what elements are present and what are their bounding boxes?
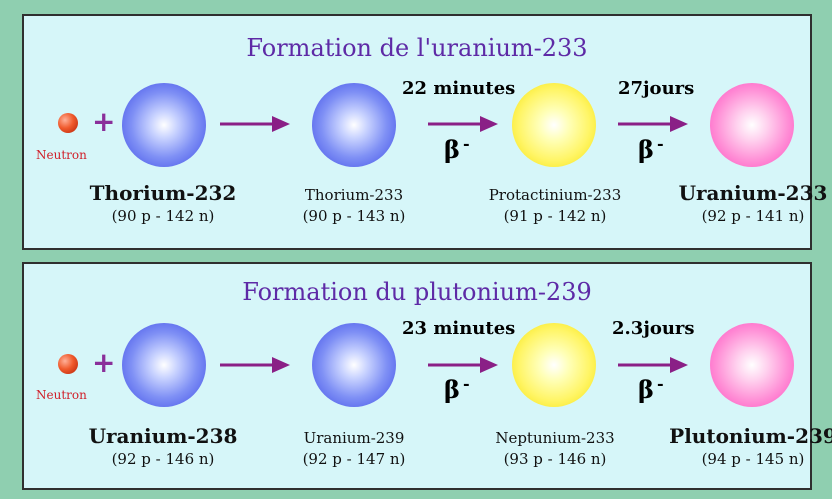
- beta-minus-label: β-: [638, 134, 664, 164]
- arrow-icon: [428, 357, 498, 373]
- arrow-icon: [220, 116, 290, 132]
- half-life-label: 23 minutes: [402, 318, 516, 339]
- half-life-label: 27jours: [618, 78, 695, 99]
- beta-minus-label: β-: [444, 134, 470, 164]
- neutron-label: Neutron: [36, 388, 87, 402]
- plus-sign: +: [92, 105, 116, 138]
- isotope-name: Uranium-233: [678, 181, 828, 205]
- uranium-239-nucleus: [312, 323, 396, 407]
- isotope-composition: (92 p - 147 n): [302, 450, 406, 468]
- neutron-label: Neutron: [36, 148, 87, 162]
- isotope-composition: (92 p - 146 n): [111, 450, 215, 468]
- isotope-composition: (92 p - 141 n): [701, 207, 805, 225]
- isotope-name: Uranium-238: [88, 424, 238, 448]
- thorium-233-nucleus: [312, 83, 396, 167]
- uranium-238-nucleus: [122, 323, 206, 407]
- neutron-icon: [58, 113, 78, 133]
- beta-minus-label: β-: [638, 374, 664, 404]
- neptunium-233-nucleus: [512, 323, 596, 407]
- arrow-icon: [618, 357, 688, 373]
- plutonium-239-nucleus: [710, 323, 794, 407]
- uranium-233-nucleus: [710, 83, 794, 167]
- beta-minus-label: β-: [444, 374, 470, 404]
- plutonium-239-panel: Formation du plutonium-239 + Neutron 23 …: [22, 262, 832, 490]
- isotope-composition: (91 p - 142 n): [503, 207, 607, 225]
- protactinium-233-nucleus: [512, 83, 596, 167]
- isotope-name: Protactinium-233: [488, 186, 622, 204]
- uranium-233-panel: Formation de l'uranium-233 + Neutron 22 …: [22, 14, 827, 250]
- isotope-composition: (94 p - 145 n): [701, 450, 805, 468]
- panel-title: Formation de l'uranium-233: [246, 34, 588, 62]
- thorium-232-nucleus: [122, 83, 206, 167]
- half-life-label: 22 minutes: [402, 78, 516, 99]
- isotope-name: Thorium-233: [304, 186, 404, 204]
- isotope-name: Plutonium-239: [669, 424, 832, 448]
- plus-sign: +: [92, 346, 116, 379]
- isotope-name: Thorium-232: [89, 181, 237, 205]
- arrow-icon: [220, 357, 290, 373]
- isotope-composition: (90 p - 142 n): [111, 207, 215, 225]
- arrow-icon: [428, 116, 498, 132]
- panel-title: Formation du plutonium-239: [242, 278, 592, 306]
- half-life-label: 2.3jours: [612, 318, 695, 339]
- isotope-composition: (93 p - 146 n): [503, 450, 607, 468]
- isotope-name: Neptunium-233: [495, 429, 615, 447]
- arrow-icon: [618, 116, 688, 132]
- isotope-composition: (90 p - 143 n): [302, 207, 406, 225]
- neutron-icon: [58, 354, 78, 374]
- isotope-name: Uranium-239: [303, 429, 405, 447]
